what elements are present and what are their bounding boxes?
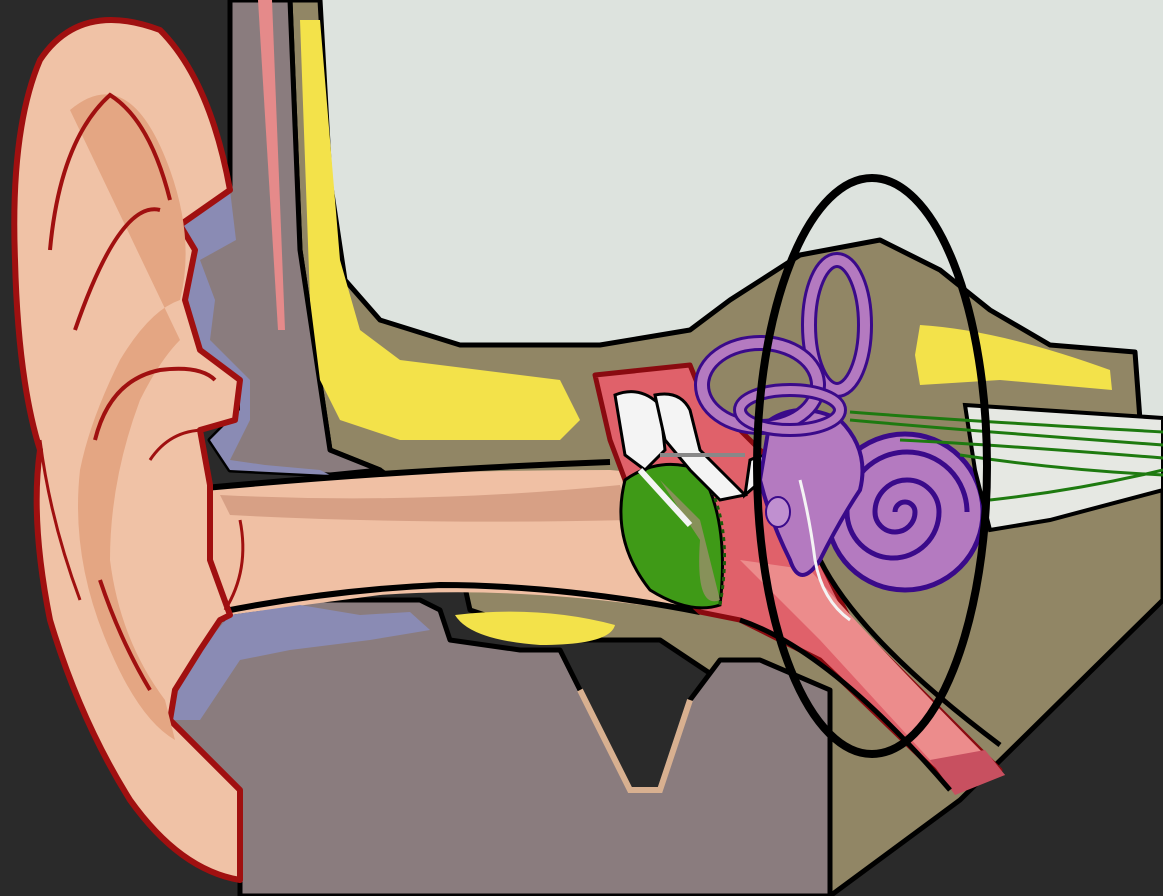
round-window	[766, 497, 790, 527]
